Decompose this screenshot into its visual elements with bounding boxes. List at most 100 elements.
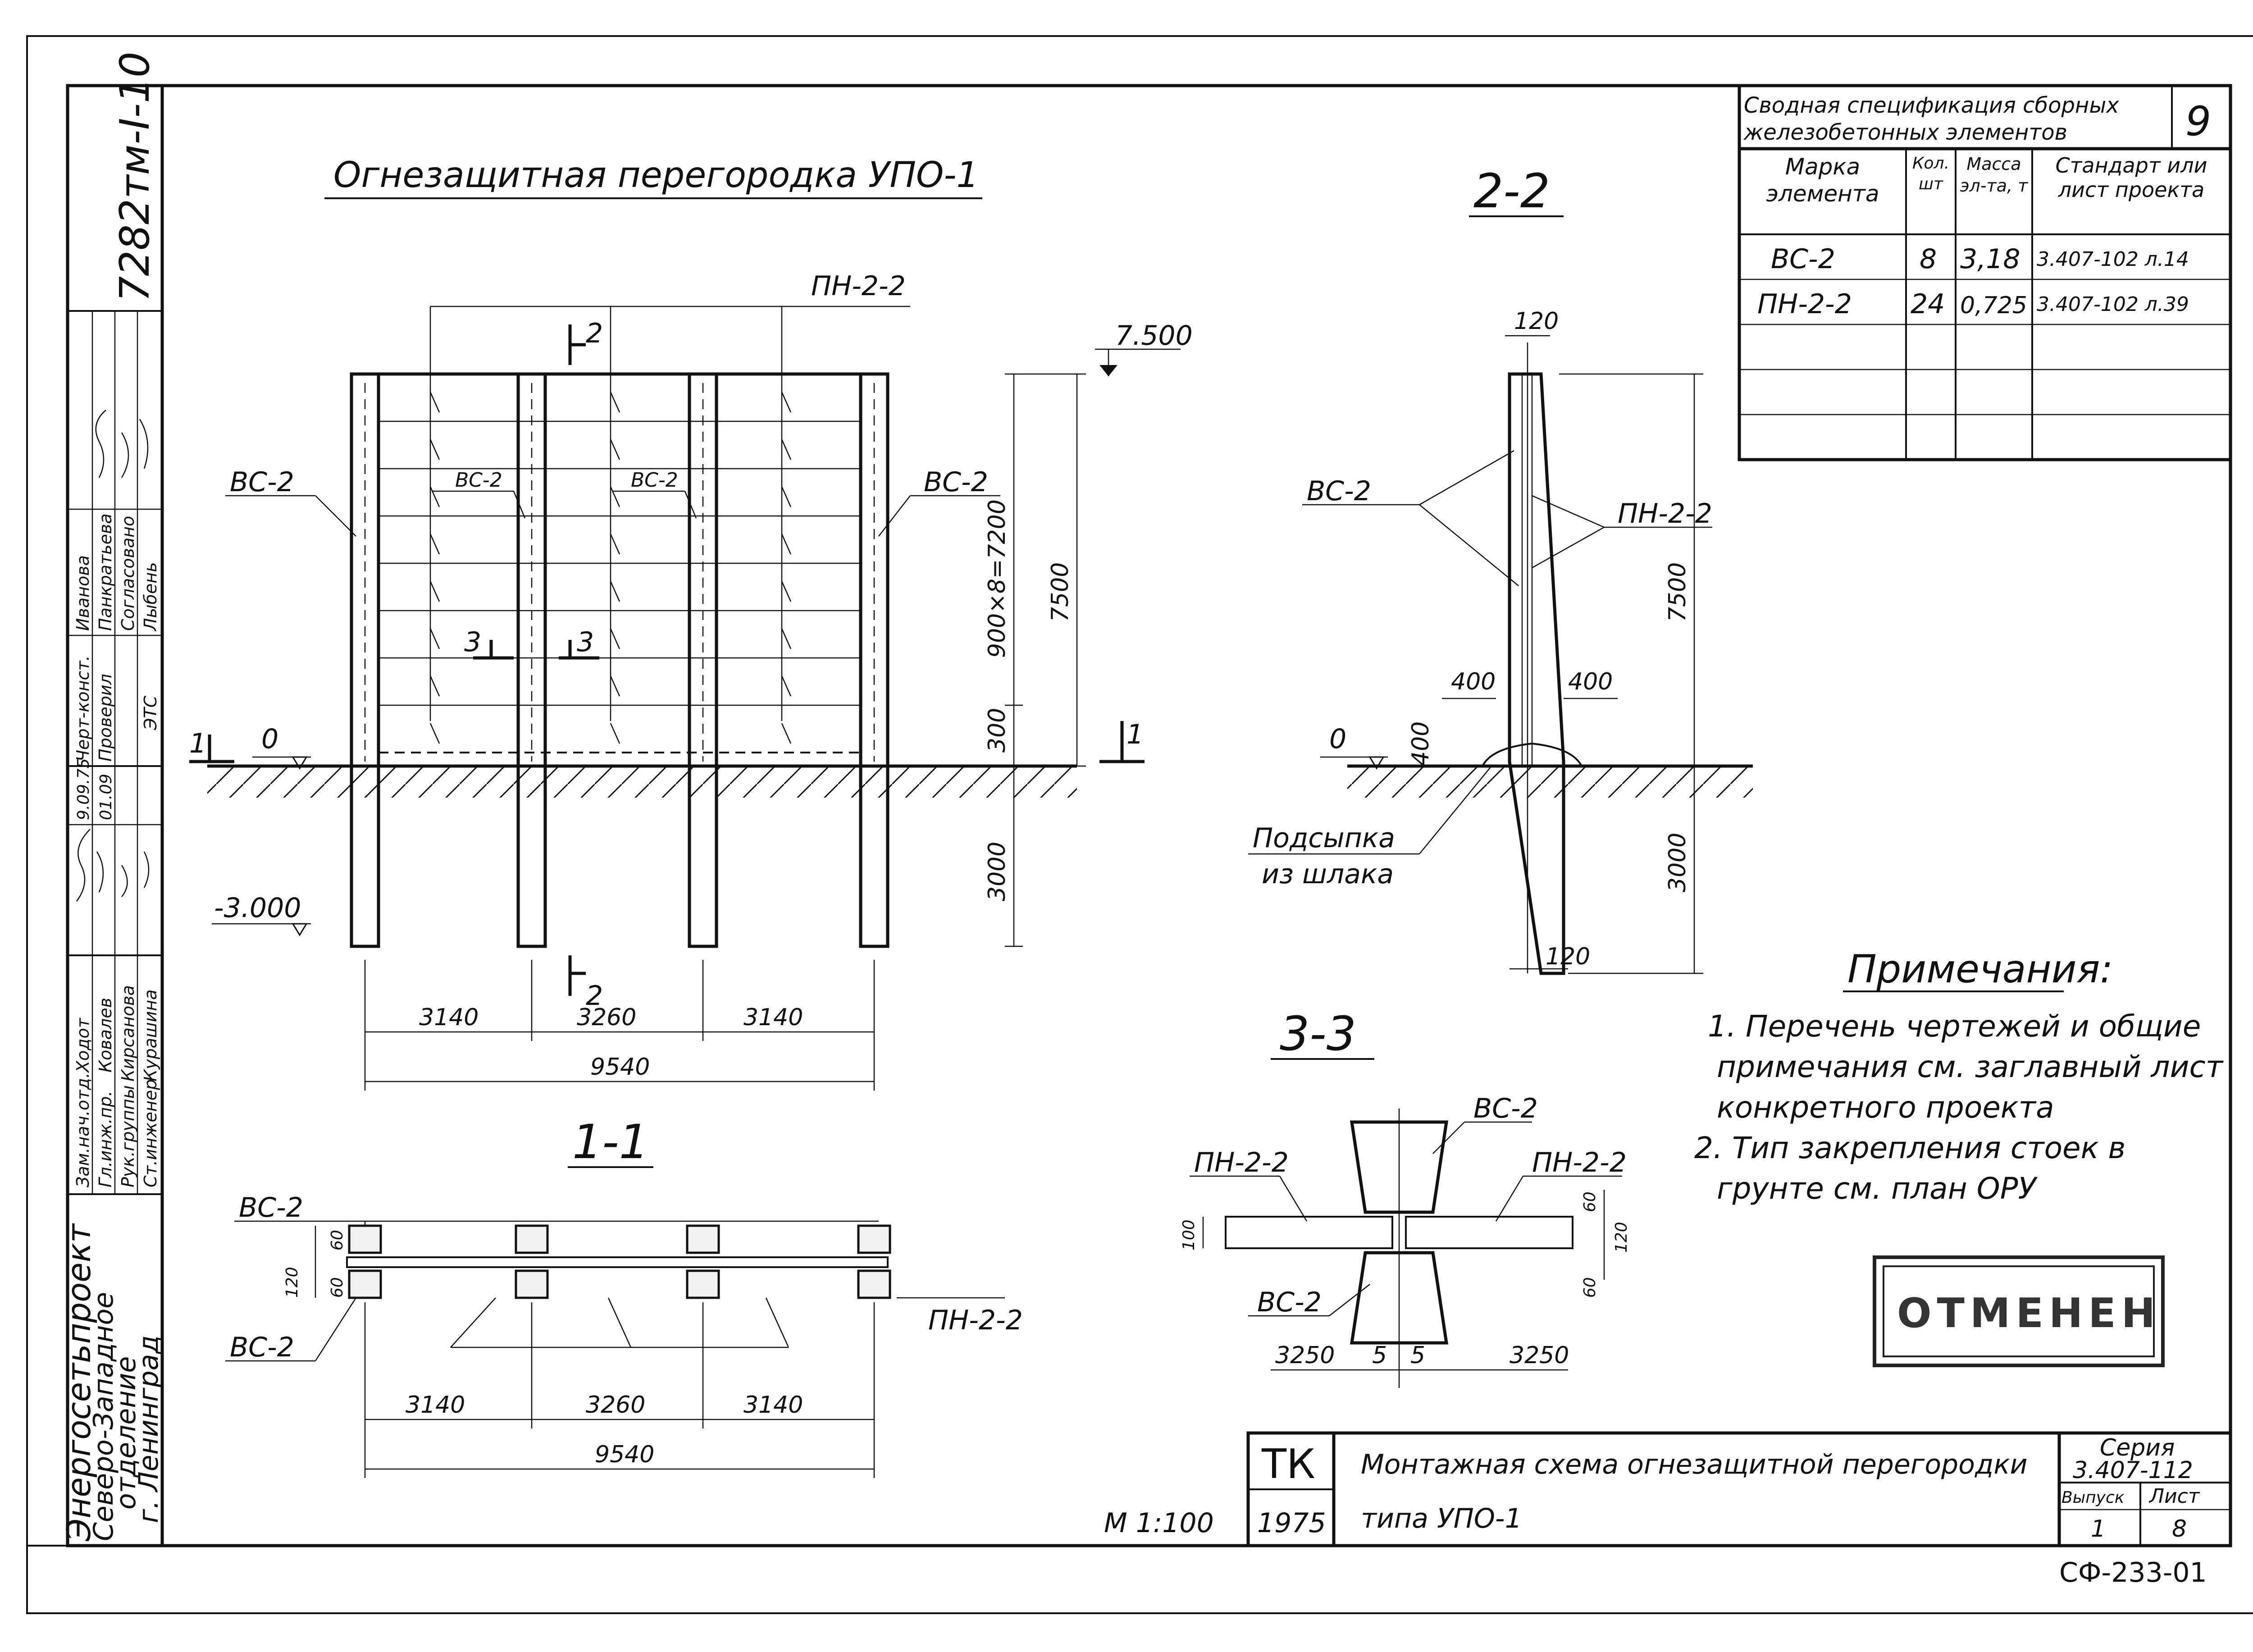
stamp-role-6: Согласовано [118, 516, 138, 631]
stamp-role-0: Зам.нач.отд. [73, 1072, 93, 1187]
spec-number: 9 [2185, 98, 2211, 145]
spec-header-standard: Стандарт или лист проекта [2055, 153, 2207, 202]
dim-300: 300 [984, 708, 1011, 753]
post-plan-3-top [686, 1224, 720, 1254]
bottom-code: СФ-233-01 [2059, 1557, 2207, 1588]
cancelled-stamp: ОТМЕНЕН [1873, 1255, 2165, 1367]
leader-vc2-inner-1: ВС-2 [455, 469, 502, 492]
sheet-value: 8 [2172, 1515, 2187, 1542]
section-mark-3-right: 3 [559, 626, 599, 660]
outer-frame [26, 35, 2253, 1614]
dim-60-b: 60 [328, 1277, 347, 1298]
stamp-role-3: Ст.инженер [141, 1079, 160, 1187]
spec-row-2-std: 3.407-102 л.39 [2037, 293, 2189, 316]
column-2-2 [1508, 372, 1565, 975]
dim-3-3-60-top: 60 [1581, 1191, 1599, 1212]
stamp-role-4: Черт-конст. [73, 655, 93, 762]
label-vc2-top: ВС-2 [239, 1192, 303, 1223]
spec-table: Сводная спецификация сборных железобетон… [1738, 84, 2232, 461]
stamp-org-4: г. Ленинград [133, 1335, 164, 1523]
stamp-role-7: ЭТС [141, 695, 160, 730]
leader-pn22-top: ПН-2-2 [811, 270, 906, 302]
notes-heading: Примечания: [1847, 947, 2113, 992]
spec-row-1-mark: ВС-2 [1771, 243, 1835, 275]
panel-3-3-left [1225, 1216, 1393, 1249]
stamp-org-2: Северо-Западное [88, 1292, 119, 1541]
svg-text:ОТМЕНЕН: ОТМЕНЕН [1897, 1290, 2161, 1337]
spec-header-mass: Масса эл-та, т [1960, 154, 2028, 196]
dim-span-3: 3140 [743, 1004, 803, 1031]
label-pn22: ПН-2-2 [928, 1305, 1023, 1336]
dim-3-3-3250-left: 3250 [1275, 1342, 1335, 1369]
dim-3-3-5-right: 5 [1410, 1342, 1425, 1369]
stamp-role-5: Проверил [96, 674, 115, 762]
series-value: 3.407-112 [2073, 1457, 2193, 1484]
note-line-5: грунте см. план ОРУ [1717, 1171, 2038, 1206]
label-3-3-pn22-right: ПН-2-2 [1532, 1147, 1627, 1178]
dim-120: 120 [283, 1267, 301, 1298]
post-plan-3-bot [686, 1269, 720, 1299]
level-2-2-zero: 0 [1329, 723, 1346, 755]
post-plan-4-bot [857, 1269, 891, 1299]
dim-horizontal-elevation: 3140 3260 3140 9540 [364, 960, 875, 1091]
dim-span-2: 3260 [577, 1004, 636, 1031]
svg-text:7.500: 7.500 [1115, 320, 1193, 351]
dim-3-3-120: 120 [1612, 1222, 1631, 1253]
dim-2-2-400-left: 400 [1451, 668, 1496, 695]
title-name-1: Монтажная схема огнезащитной перегородки [1361, 1449, 2028, 1480]
svg-text:1: 1 [189, 728, 206, 759]
dim-3-3-60-bottom: 60 [1581, 1277, 1599, 1298]
note-line-4: 2. Тип закрепления стоек в [1694, 1131, 2125, 1165]
spec-title-1: Сводная спецификация сборных [1744, 93, 2119, 118]
section-mark-3-left: 3 [464, 626, 514, 660]
spec-row-1-qty: 8 [1920, 243, 1937, 275]
stamp-org-1: Энергосетьпроект [60, 1223, 98, 1542]
series-label: Серия [2100, 1434, 2175, 1461]
stamp-name-1: Ковалев [96, 998, 115, 1072]
note-line-1: 1. Перечень чертежей и общие [1708, 1009, 2201, 1044]
dim-vertical-elevation: 900×8=7200 7500 300 3000 [984, 373, 1086, 947]
spec-row-1-mass: 3,18 [1960, 243, 2020, 275]
level-mark-top: 7.500 [1095, 320, 1193, 376]
title-block: ТК 1975 Монтажная схема огнезащитной пер… [1246, 1431, 2232, 1547]
dim-3-3-100: 100 [1180, 1219, 1198, 1250]
post-plan-1-bot [348, 1269, 382, 1299]
dim-1-1-total: 9540 [595, 1441, 654, 1468]
drawing-title: Огнезащитная перегородка УПО-1 [333, 155, 979, 196]
stamp-role-2: Рук.группы [118, 1085, 138, 1187]
dim-3-3-5-left: 5 [1372, 1342, 1387, 1369]
dim-2-2-bottom: 120 [1546, 943, 1590, 970]
svg-text:2: 2 [586, 980, 603, 1012]
label-3-3-pn22-left: ПН-2-2 [1194, 1147, 1289, 1178]
dim-60-a: 60 [328, 1230, 347, 1250]
svg-text:0: 0 [261, 723, 278, 755]
section-2-2: 2-2 120 120 ВС-2 ПН-2-2 400 400 400 7500… [1248, 164, 1753, 975]
title-code: ТК [1261, 1441, 1315, 1488]
stamp-name-2: Кирсанова [118, 985, 138, 1082]
leader-vc2-inner-2: ВС-2 [631, 469, 678, 492]
label-vc2-bottom: ВС-2 [230, 1332, 294, 1363]
leader-vc2-right: ВС-2 [924, 466, 988, 498]
spec-row-2-mark: ПН-2-2 [1757, 288, 1852, 320]
post-plan-2-top [515, 1224, 549, 1254]
label-2-2-vc2: ВС-2 [1307, 475, 1371, 507]
side-stamp: 7282тм-I-10 Энергосетьпроект Северо-Запа… [60, 52, 164, 1547]
stamp-role-1: Гл.инж.пр. [96, 1091, 115, 1187]
section-mark-2-top: 2 [568, 318, 603, 365]
title-name-2: типа УПО-1 [1361, 1503, 1522, 1534]
dim-height-total: 7500 [1047, 562, 1074, 622]
level-mark-bottom: -3.000 [212, 892, 311, 936]
issue-label: Выпуск [2061, 1488, 2125, 1507]
fill-label-2: из шлака [1262, 858, 1394, 890]
stamp-name-4: Иванова [73, 555, 93, 631]
drawing-scale: М 1:100 [1104, 1507, 1214, 1539]
dim-2-2-3000: 3000 [1664, 833, 1691, 892]
dim-spacing: 900×8=7200 [984, 499, 1011, 658]
dim-3000: 3000 [984, 842, 1011, 901]
svg-text:-3.000: -3.000 [214, 892, 301, 924]
spec-header-mark: Марка элемента [1766, 154, 1879, 207]
stamp-name-3: Курашина [141, 990, 160, 1082]
dim-2-2-7500: 7500 [1664, 562, 1691, 622]
